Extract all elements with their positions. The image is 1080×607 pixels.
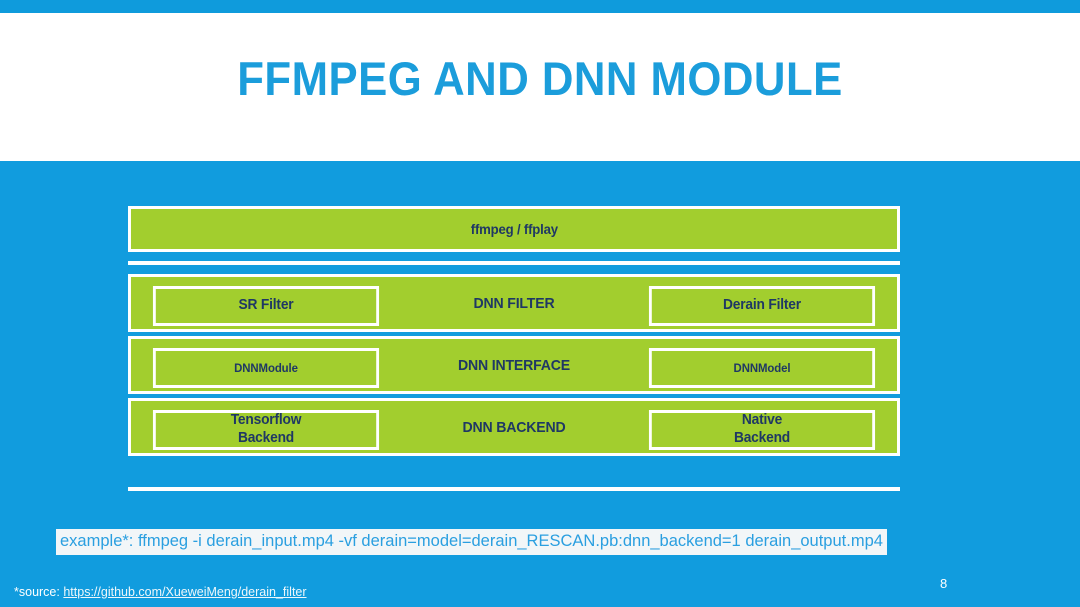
page-title: FFMPEG AND DNN MODULE xyxy=(237,52,843,105)
diagram-box-dnnmodel: DNNModel xyxy=(648,348,876,388)
spacer xyxy=(128,265,900,274)
divider-line-top xyxy=(128,261,900,265)
architecture-diagram: ffmpeg / ffplay SR Filter DNN FILTER Der… xyxy=(128,206,900,456)
spacer xyxy=(128,252,900,261)
diagram-box-line2: Backend xyxy=(733,430,791,446)
diagram-row-dnn-backend: Tensorflow Backend DNN BACKEND Native Ba… xyxy=(128,398,900,456)
footer-source-link[interactable]: https://github.com/XueweiMeng/derain_fil… xyxy=(63,585,307,599)
example-command: example*: ffmpeg -i derain_input.mp4 -vf… xyxy=(56,529,887,555)
divider-line-bottom xyxy=(128,487,900,491)
slide-header: FFMPEG AND DNN MODULE xyxy=(0,13,1080,161)
diagram-box-line1: Tensorflow xyxy=(230,412,302,429)
diagram-box-sr-filter: SR Filter xyxy=(152,286,380,326)
footer-source-label: *source: xyxy=(14,585,64,599)
diagram-row-ffmpeg-ffplay: ffmpeg / ffplay xyxy=(128,206,900,252)
diagram-row-dnn-interface: DNNModule DNN INTERFACE DNNModel xyxy=(128,336,900,394)
footer-source: *source: https://github.com/XueweiMeng/d… xyxy=(14,585,307,599)
diagram-box-native-backend: Native Backend xyxy=(648,410,876,450)
page-number: 8 xyxy=(940,576,948,591)
diagram-row-dnn-filter: SR Filter DNN FILTER Derain Filter xyxy=(128,274,900,332)
slide-body-panel: ffmpeg / ffplay SR Filter DNN FILTER Der… xyxy=(0,161,1080,607)
diagram-row-label: DNN BACKEND xyxy=(462,418,566,436)
diagram-row-label: DNN FILTER xyxy=(473,294,555,312)
diagram-box-line1: Native xyxy=(741,412,783,429)
diagram-row-label: DNN INTERFACE xyxy=(458,356,570,374)
diagram-box-line2: Backend xyxy=(237,430,295,446)
diagram-box-dnnmodule: DNNModule xyxy=(152,348,380,388)
diagram-row-label: ffmpeg / ffplay xyxy=(470,221,558,237)
diagram-box-tensorflow-backend: Tensorflow Backend xyxy=(152,410,380,450)
top-accent-bar xyxy=(0,0,1080,13)
diagram-box-derain-filter: Derain Filter xyxy=(648,286,876,326)
